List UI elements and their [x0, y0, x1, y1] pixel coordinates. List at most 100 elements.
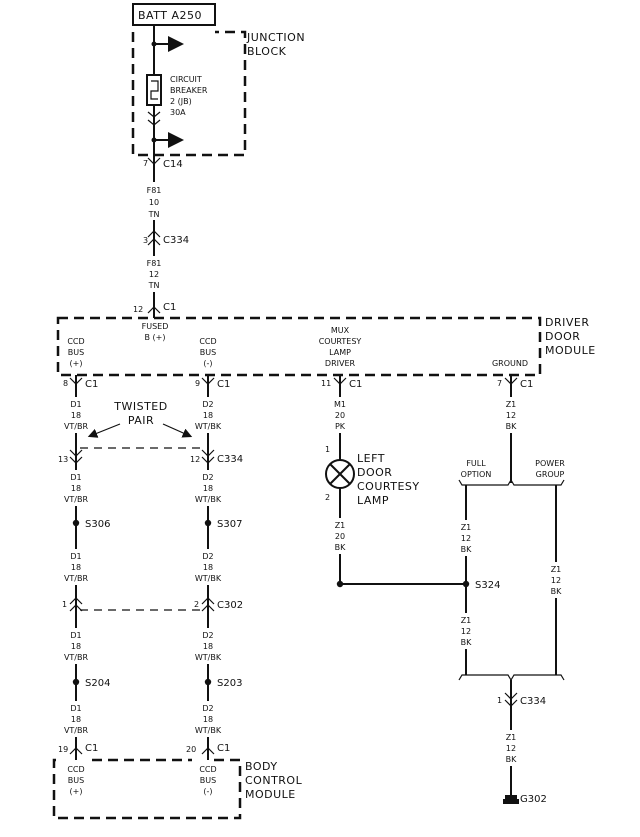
splice-s307: S307 — [204, 519, 242, 530]
junction-block: JUNCTION BLOCK — [131, 30, 305, 157]
svg-text:OPTION: OPTION — [461, 470, 492, 479]
svg-text:C1: C1 — [217, 743, 230, 754]
svg-text:WT/BK: WT/BK — [195, 422, 222, 431]
svg-text:20: 20 — [335, 411, 345, 420]
svg-text:CCD: CCD — [199, 337, 216, 346]
svg-text:C1: C1 — [85, 379, 98, 390]
svg-text:BLOCK: BLOCK — [247, 45, 287, 58]
connector-c1-z1: 7 C1 — [497, 377, 533, 390]
svg-text:18: 18 — [71, 484, 81, 493]
svg-text:D2: D2 — [202, 400, 213, 409]
svg-text:GROUND: GROUND — [492, 359, 528, 368]
svg-text:7: 7 — [497, 379, 502, 388]
svg-text:CCD: CCD — [67, 337, 84, 346]
svg-text:1: 1 — [497, 696, 502, 705]
svg-text:D1: D1 — [70, 400, 81, 409]
svg-text:TWISTED: TWISTED — [113, 400, 167, 413]
svg-text:12: 12 — [133, 305, 143, 314]
wire-label-d2-a: D2 18 WT/BK — [190, 397, 226, 433]
svg-text:VT/BR: VT/BR — [64, 574, 89, 583]
splice-s204: S204 — [72, 678, 110, 689]
svg-text:12: 12 — [461, 534, 471, 543]
svg-text:2: 2 — [194, 600, 199, 609]
svg-text:CIRCUIT: CIRCUIT — [170, 75, 202, 84]
svg-text:C1: C1 — [349, 379, 362, 390]
wire-label-z1-right: Z1 12 BK — [542, 562, 570, 598]
svg-text:C1: C1 — [217, 379, 230, 390]
wire-label-d1-b: D1 18 VT/BR — [58, 470, 94, 506]
svg-text:Z1: Z1 — [461, 523, 472, 532]
connector-c1-d2: 9 C1 — [195, 377, 230, 390]
splice-s324: S324 — [462, 580, 500, 591]
svg-text:(+): (+) — [70, 787, 83, 796]
courtesy-lamp: 1 2 LEFT DOOR COURTESY LAMP — [325, 445, 419, 507]
svg-text:(+): (+) — [70, 359, 83, 368]
svg-text:DRIVER: DRIVER — [545, 316, 589, 329]
svg-text:BUS: BUS — [68, 776, 84, 785]
svg-text:2 (JB): 2 (JB) — [170, 97, 192, 106]
svg-text:S324: S324 — [475, 580, 500, 591]
svg-text:WT/BK: WT/BK — [195, 495, 222, 504]
splice-s306: S306 — [72, 519, 110, 530]
svg-text:D2: D2 — [202, 631, 213, 640]
svg-text:BK: BK — [506, 755, 517, 764]
svg-text:TN: TN — [148, 210, 160, 219]
svg-text:D2: D2 — [202, 704, 213, 713]
svg-text:18: 18 — [203, 484, 213, 493]
svg-text:S204: S204 — [85, 678, 110, 689]
svg-text:7: 7 — [143, 159, 148, 168]
svg-text:12: 12 — [190, 455, 200, 464]
option-bracket-top: FULL OPTION POWER GROUP — [458, 459, 565, 486]
svg-text:2: 2 — [325, 493, 330, 502]
svg-text:10: 10 — [149, 198, 159, 207]
wire-label-d1-e: D1 18 VT/BR — [58, 701, 94, 737]
svg-text:D1: D1 — [70, 552, 81, 561]
wire-label-m1: M1 20 PK — [326, 397, 354, 433]
svg-text:C1: C1 — [520, 379, 533, 390]
splice-s203: S203 — [204, 678, 242, 689]
svg-text:BK: BK — [461, 545, 472, 554]
wire-label-d1-a: D1 18 VT/BR — [58, 397, 94, 433]
connector-c334-ground: 1 C334 — [497, 692, 546, 707]
svg-text:Z1: Z1 — [551, 565, 562, 574]
svg-text:C1: C1 — [85, 743, 98, 754]
ground-g302-icon: G302 — [503, 794, 547, 805]
svg-text:G302: G302 — [520, 794, 547, 805]
wire-label-d2-c: D2 18 WT/BK — [190, 549, 226, 585]
svg-text:18: 18 — [71, 411, 81, 420]
driver-door-module: DRIVER DOOR MODULE FUSED B (+) CCD BUS (… — [56, 316, 595, 377]
svg-text:C302: C302 — [217, 600, 243, 611]
svg-text:18: 18 — [203, 411, 213, 420]
svg-text:LAMP: LAMP — [329, 348, 351, 357]
svg-text:VT/BR: VT/BR — [64, 495, 89, 504]
circuit-breaker: CIRCUIT BREAKER 2 (JB) 30A — [146, 25, 208, 155]
svg-text:BK: BK — [335, 543, 346, 552]
connector-c1-bcm-d1: 19 C1 — [58, 743, 98, 755]
svg-text:LEFT: LEFT — [357, 452, 385, 465]
svg-text:FULL: FULL — [466, 459, 486, 468]
svg-text:12: 12 — [149, 270, 159, 279]
svg-text:12: 12 — [551, 576, 561, 585]
svg-text:VT/BR: VT/BR — [64, 653, 89, 662]
svg-text:BREAKER: BREAKER — [170, 86, 208, 95]
svg-text:PAIR: PAIR — [128, 414, 154, 427]
svg-text:1: 1 — [325, 445, 330, 454]
svg-text:12: 12 — [506, 744, 516, 753]
svg-text:12: 12 — [461, 627, 471, 636]
svg-text:BUS: BUS — [200, 348, 216, 357]
svg-text:18: 18 — [71, 563, 81, 572]
svg-text:POWER: POWER — [535, 459, 565, 468]
svg-text:D2: D2 — [202, 552, 213, 561]
wire-label-z1-top: Z1 12 BK — [497, 397, 525, 433]
svg-text:19: 19 — [58, 745, 68, 754]
wire-label-d1-c: D1 18 VT/BR — [58, 549, 94, 585]
svg-text:CCD: CCD — [67, 765, 84, 774]
svg-text:9: 9 — [195, 379, 200, 388]
svg-text:BODY: BODY — [245, 760, 278, 773]
wire-label-z1-lamp: Z1 20 BK — [326, 518, 354, 554]
wire-label-d2-e: D2 18 WT/BK — [190, 701, 226, 737]
svg-text:BUS: BUS — [68, 348, 84, 357]
svg-text:30A: 30A — [170, 108, 186, 117]
svg-text:13: 13 — [58, 455, 68, 464]
svg-text:S306: S306 — [85, 519, 110, 530]
